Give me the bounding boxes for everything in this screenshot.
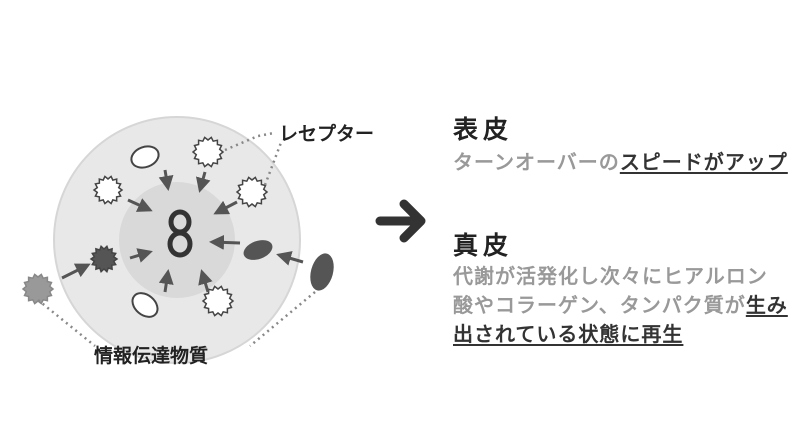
leader-lines [37, 131, 316, 347]
receptor-dark [243, 240, 273, 260]
messenger-gray-spiky [21, 273, 55, 305]
epidermis-text-plain: ターンオーバーの [453, 150, 620, 174]
receptor-oval [131, 292, 159, 318]
receptor-spiky [235, 176, 269, 208]
epidermis-text-highlight: スピードがアップ [619, 150, 788, 174]
big-right-arrow [375, 199, 426, 243]
messenger-label: 情報伝達物質 [94, 344, 208, 367]
cell-inner [119, 182, 235, 298]
dermis-text-highlight: 生み出されている状態に再生 [453, 293, 788, 346]
receptor-label: レセプター [279, 122, 374, 145]
dermis-text-plain: 代謝が活発化し次々にヒアルロン酸やコラーゲン、タンパク質が [453, 264, 768, 317]
epidermis-title: 表皮 [453, 115, 514, 144]
receptor-spiky [201, 285, 235, 317]
receptor-oval [130, 145, 160, 169]
signal-arrows [61, 169, 304, 293]
epidermis-description: ターンオーバーのスピードがアップ [453, 148, 788, 177]
dermis-title: 真皮 [453, 231, 514, 260]
receptor-bound-dark [89, 244, 119, 274]
receptor-spiky [191, 136, 225, 168]
dermis-description: 代謝が活発化し次々にヒアルロン酸やコラーゲン、タンパク質が生み出されている状態に… [453, 262, 788, 349]
nucleus-icon [167, 209, 193, 258]
receptor-spiky [92, 175, 124, 205]
messenger-dark-oval [310, 253, 334, 291]
